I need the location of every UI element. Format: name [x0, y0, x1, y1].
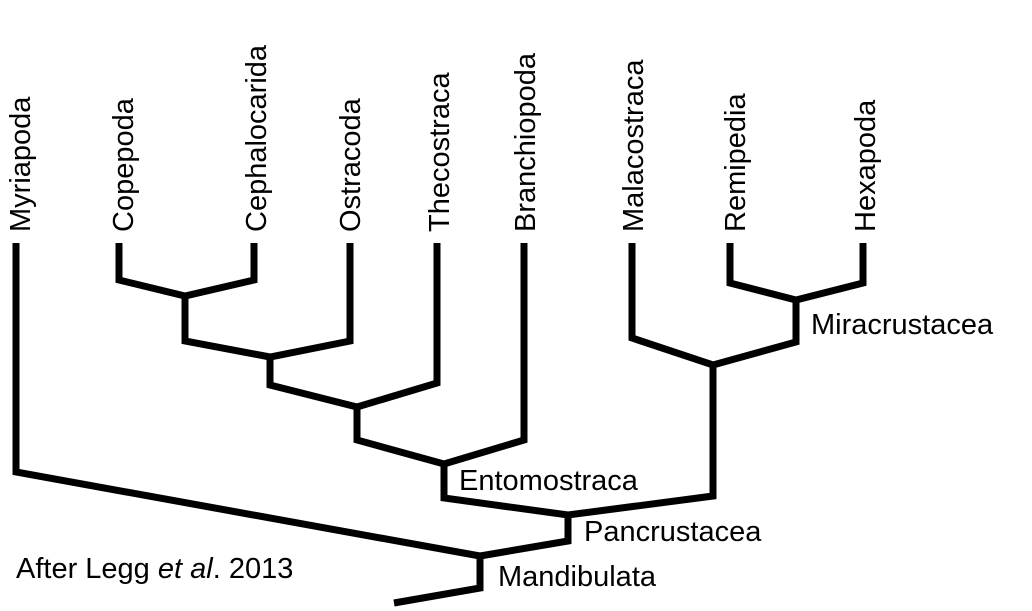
credit-italic: et al	[158, 553, 214, 585]
taxon-label-ostracoda: Ostracoda	[335, 97, 367, 232]
taxon-label-remipedia: Remipedia	[720, 93, 752, 232]
branch-pancrustacea-stem	[479, 515, 572, 560]
clade-label-entomostraca: Entomostraca	[459, 465, 639, 497]
source-credit: After Legg et al. 2013	[16, 553, 293, 585]
clade-label-miracrustacea: Miracrustacea	[811, 309, 994, 341]
taxon-label-myriapoda: Myriapoda	[5, 96, 37, 232]
taxon-label-thecostraca: Thecostraca	[424, 72, 456, 232]
branch-malacostraca	[628, 243, 800, 369]
taxon-label-cephalocarida: Cephalocarida	[241, 44, 273, 232]
clade-label-mandibulata: Mandibulata	[498, 561, 657, 593]
credit-prefix: After Legg	[16, 553, 158, 585]
tree-branches	[12, 243, 867, 607]
branch-remipedia-hexapoda	[726, 243, 867, 304]
taxon-labels: Myriapoda Copepoda Cephalocarida Ostraco…	[5, 44, 882, 232]
taxon-label-hexapoda: Hexapoda	[850, 99, 882, 232]
branch-myriapoda	[12, 243, 481, 560]
clade-label-pancrustacea: Pancrustacea	[584, 516, 762, 548]
branch-root	[393, 556, 484, 607]
taxon-label-branchiopoda: Branchiopoda	[510, 52, 542, 232]
branch-ostracoda	[181, 243, 354, 361]
clade-labels: Miracrustacea Entomostraca Pancrustacea …	[459, 309, 994, 593]
credit-suffix: . 2013	[213, 553, 294, 585]
taxon-label-copepoda: Copepoda	[108, 97, 140, 232]
taxon-label-malacostraca: Malacostraca	[618, 59, 650, 232]
branch-copepoda-cephalocarida	[115, 243, 258, 300]
